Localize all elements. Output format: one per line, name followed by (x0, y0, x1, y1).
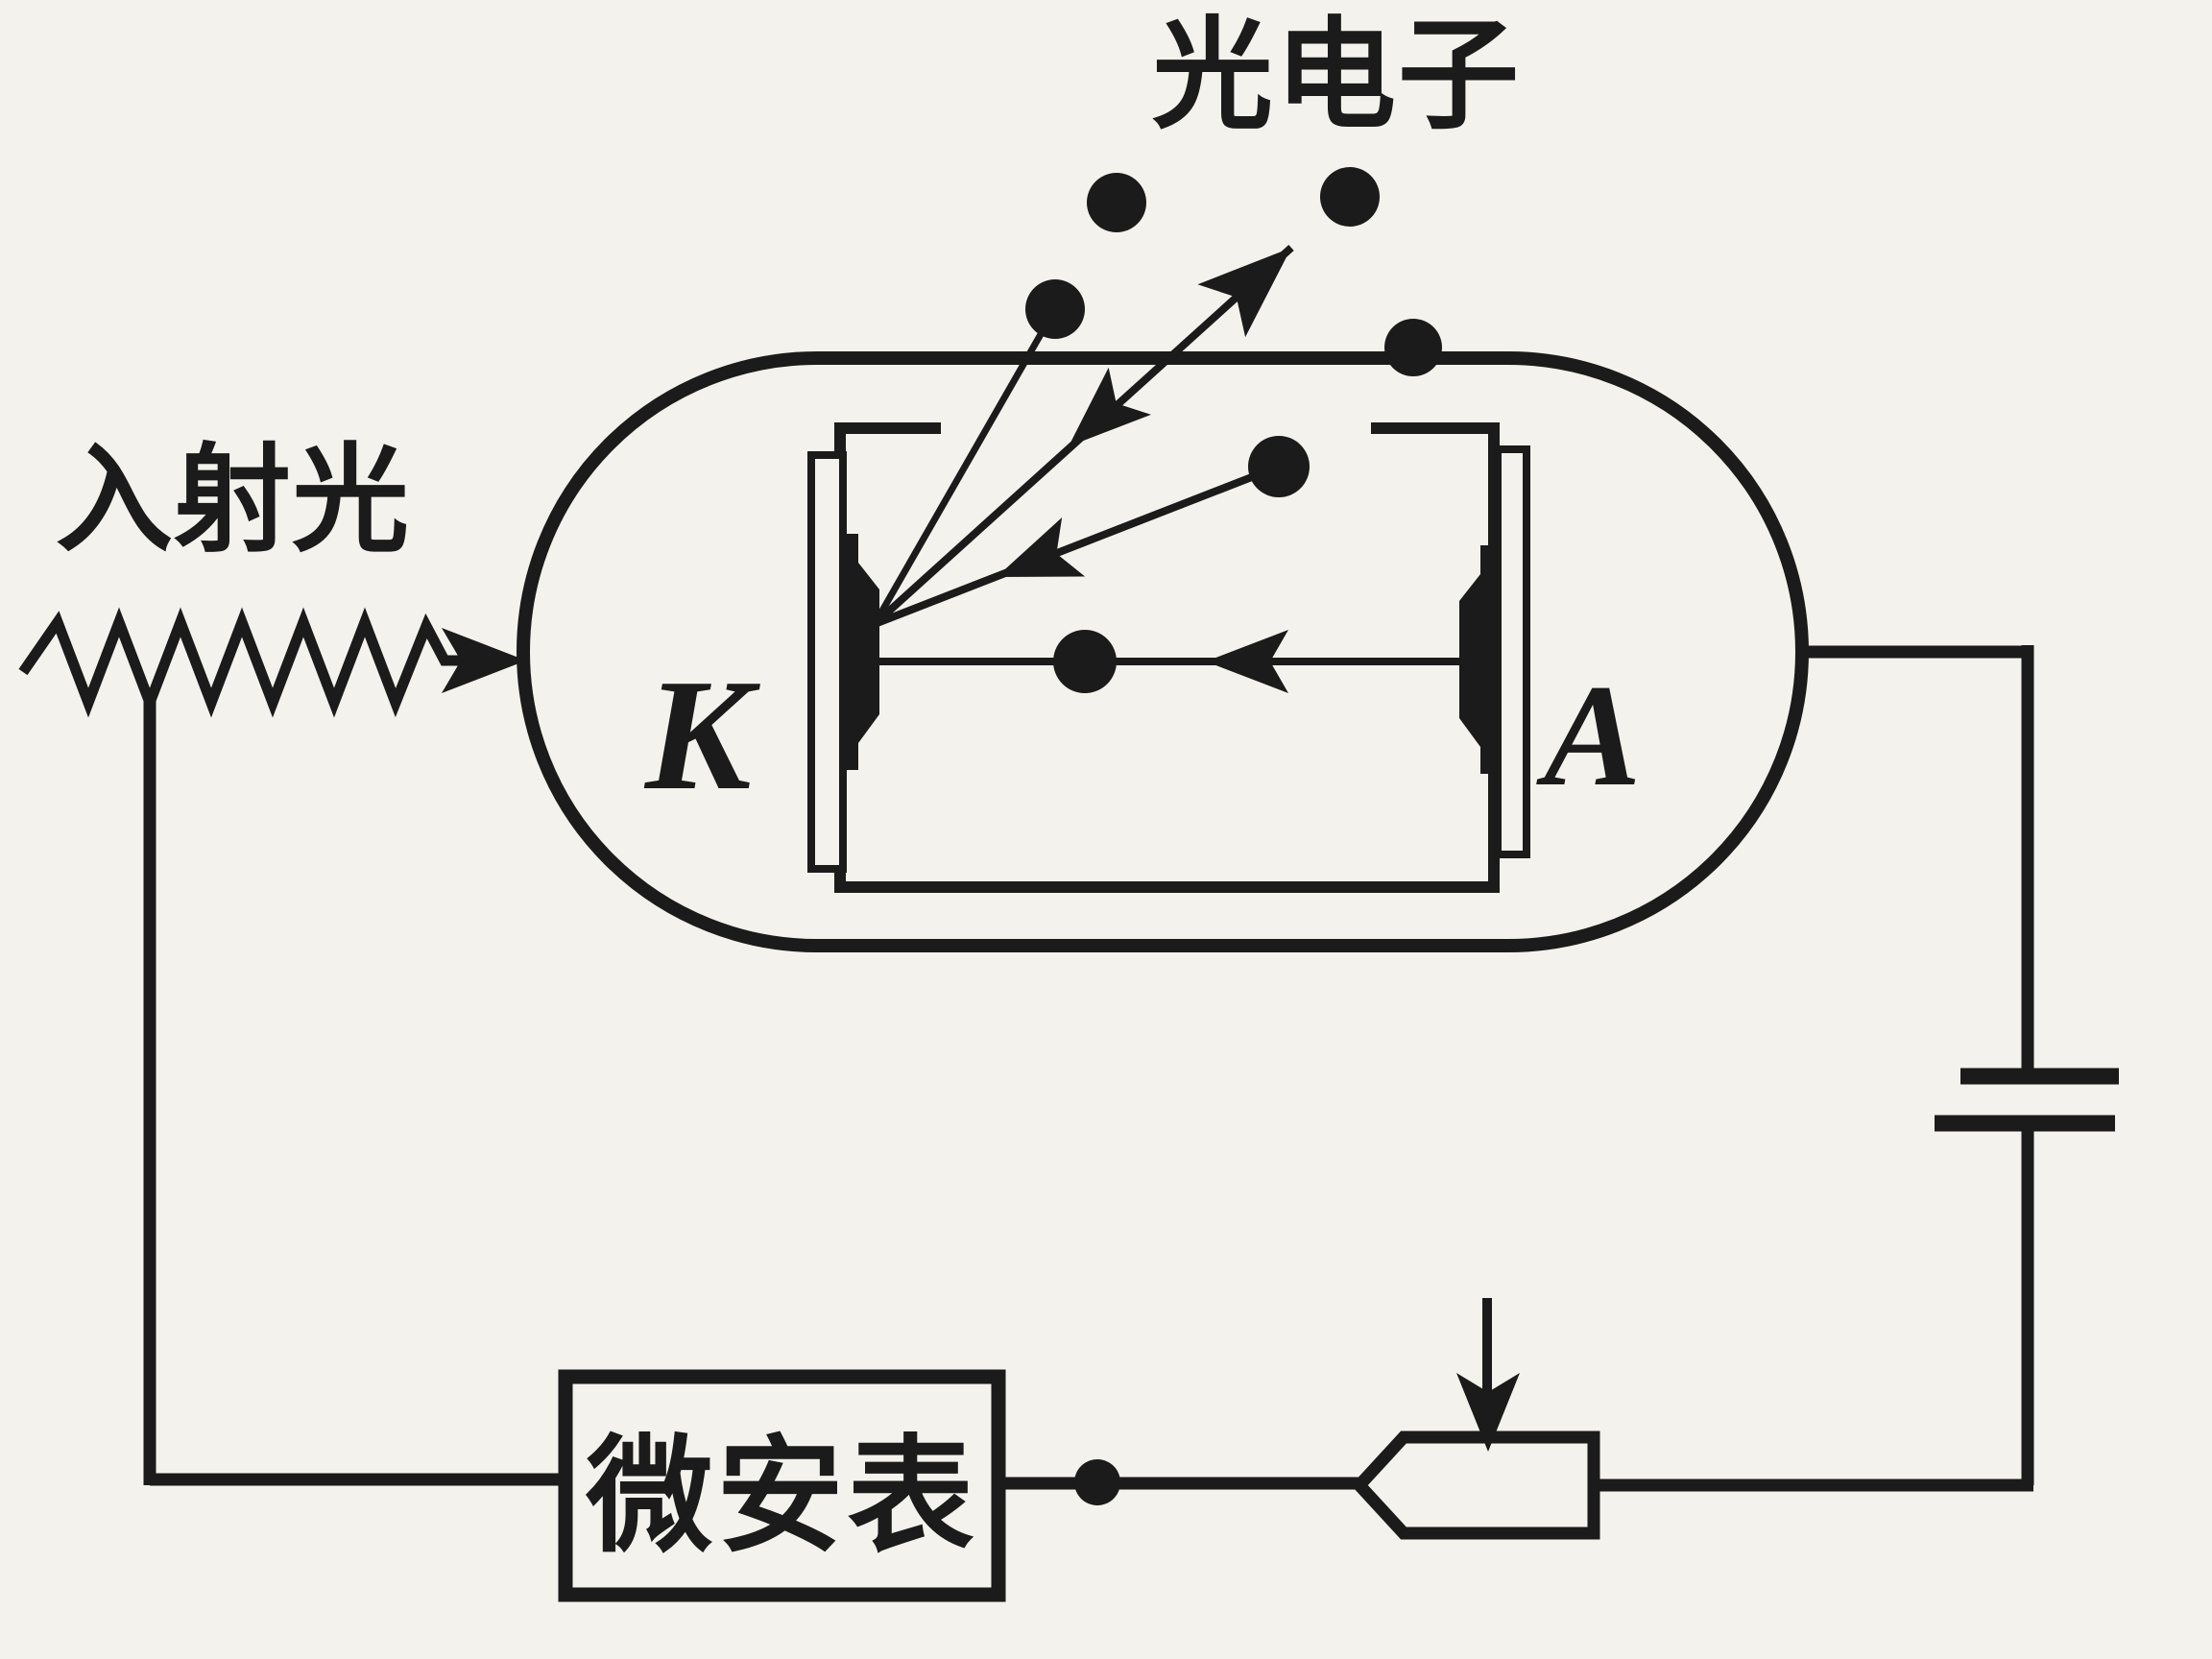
photoelectron-rays (861, 245, 1463, 693)
electron-dot (1053, 630, 1117, 693)
returning-electron-arrowhead2-icon (997, 517, 1086, 577)
returning-electron-arrowhead-icon (1069, 367, 1151, 446)
incident-light-label: 入射光 (56, 437, 410, 566)
rheostat (1351, 1298, 1600, 1540)
electron-ray-steep (871, 307, 1059, 626)
microammeter-label: 微安表 (586, 1427, 978, 1568)
electron-ray-shallow (873, 463, 1281, 628)
cathode-K (807, 451, 879, 873)
wire-junction-dot (1074, 1459, 1120, 1505)
title-photoelectron-label: 光电子 (1152, 11, 1521, 144)
returning-electron-arrowhead3-icon (1206, 630, 1288, 693)
battery-symbol (1935, 1068, 2119, 1132)
electron-dot (1384, 319, 1442, 376)
electron-dot (1087, 173, 1146, 232)
cathode-coating (843, 534, 879, 770)
electron-dot (1320, 167, 1380, 227)
photoelectron-dots (1025, 167, 1442, 693)
emitted-electron-arrowhead-icon (1197, 248, 1291, 338)
phototube-envelope (517, 351, 1809, 952)
microammeter-box (558, 1369, 1006, 1602)
incident-light-wave (18, 607, 526, 718)
cathode-plate (807, 451, 847, 873)
anode-plate (1494, 445, 1530, 858)
anode-A-label: A (1544, 655, 1642, 816)
light-wave-zigzag (18, 607, 486, 718)
rheostat-body (1351, 1431, 1600, 1540)
electrode-frame (834, 422, 1500, 893)
electron-dot (1025, 279, 1085, 339)
cathode-K-label: K (645, 646, 752, 823)
phototube (517, 351, 1809, 952)
light-arrowhead-icon (442, 628, 526, 693)
circuit-wires (143, 645, 2034, 1492)
anode-coating (1459, 545, 1496, 774)
electron-dot (1248, 436, 1310, 497)
anode-A (1459, 445, 1530, 858)
rheostat-wiper-arrowhead-icon (1456, 1373, 1520, 1452)
